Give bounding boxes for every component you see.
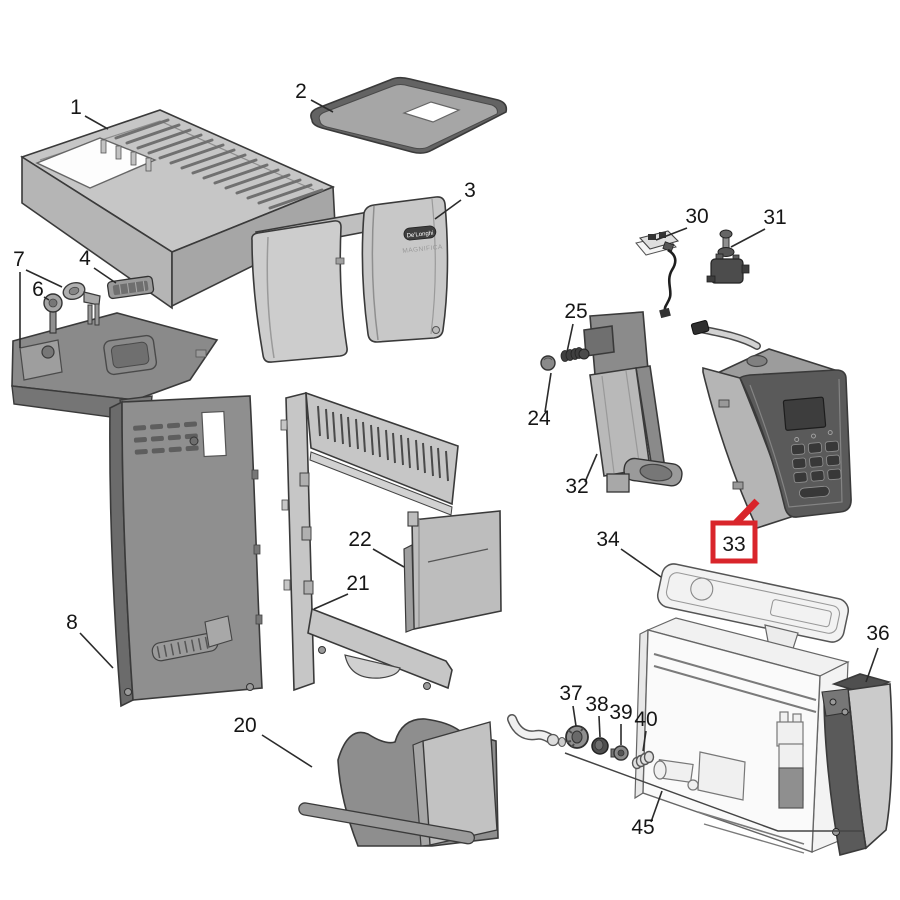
part-7-funnel-key <box>62 281 101 326</box>
group-bracket-line-45 <box>564 752 862 832</box>
frame-vent-slats <box>317 405 449 482</box>
part-label-36: 36 <box>866 622 889 645</box>
part-36-side-trim-panel <box>821 673 893 856</box>
part-label-45: 45 <box>631 816 654 839</box>
rear-panel-bottom-vent <box>151 632 219 662</box>
part-label-21: 21 <box>346 572 369 595</box>
part-label-22: 22 <box>348 528 371 551</box>
water-hose <box>507 714 567 748</box>
rear-panel-vents <box>133 421 199 455</box>
rating-label <box>201 410 227 458</box>
part-label-30: 30 <box>685 205 708 228</box>
part-8-rear-panel <box>109 395 263 708</box>
part-37-knurled-cap <box>565 725 589 749</box>
part-label-1: 1 <box>70 96 82 119</box>
part-label-3: 3 <box>464 179 476 202</box>
part-label-38: 38 <box>585 693 608 716</box>
part-38-cap <box>591 737 609 755</box>
brand-badge-text: De'Longhi <box>406 231 433 240</box>
part-label-33: 33 <box>722 533 745 556</box>
part-21-side-frame-panel <box>280 391 459 692</box>
part-label-20: 20 <box>233 714 256 737</box>
part-6-knob-screw <box>43 293 63 334</box>
part-label-6: 6 <box>32 278 44 301</box>
part-label-8: 8 <box>66 611 78 634</box>
part-25-spring <box>560 347 584 362</box>
part-32-dispensing-spout <box>578 311 683 493</box>
part-2-top-lid <box>310 76 508 154</box>
display-screen <box>782 396 827 431</box>
part-22-inner-panel <box>403 510 502 633</box>
part-label-34: 34 <box>596 528 620 551</box>
part-label-37: 37 <box>559 682 582 705</box>
part-20-grounds-container <box>298 718 499 847</box>
highlighted-part-33: 33 <box>710 498 760 564</box>
model-text: MAGNIFICA <box>402 244 443 255</box>
vent-grille-slats <box>114 118 324 210</box>
part-label-31: 31 <box>763 206 786 229</box>
part-33-control-panel <box>690 320 852 529</box>
part-labels: 1 2 3 7 4 6 8 21 22 20 24 25 30 31 32 34… <box>13 80 890 839</box>
part-label-39: 39 <box>609 701 632 724</box>
leader-lines <box>19 99 879 823</box>
part-31-valve <box>706 229 750 284</box>
delonghi-badge: De'Longhi MAGNIFICA <box>402 225 443 255</box>
highlight-box <box>710 520 758 564</box>
control-keypad <box>782 396 842 499</box>
part-label-25: 25 <box>564 300 587 323</box>
part-39-cap <box>610 745 629 761</box>
part-3-front-arch-panel: De'Longhi MAGNIFICA <box>251 196 449 363</box>
sensor-cable <box>663 248 677 312</box>
part-label-4: 4 <box>79 247 91 270</box>
part-40-spring <box>631 750 655 770</box>
part-label-2: 2 <box>295 80 307 103</box>
part-30-sensor-board <box>635 230 680 319</box>
part-label-24: 24 <box>527 407 551 430</box>
part-4-grille-insert <box>106 275 155 300</box>
part-label-40: 40 <box>634 708 657 731</box>
part-label-32: 32 <box>565 475 588 498</box>
part-24-cap <box>540 355 556 371</box>
part-label-7: 7 <box>13 248 25 271</box>
